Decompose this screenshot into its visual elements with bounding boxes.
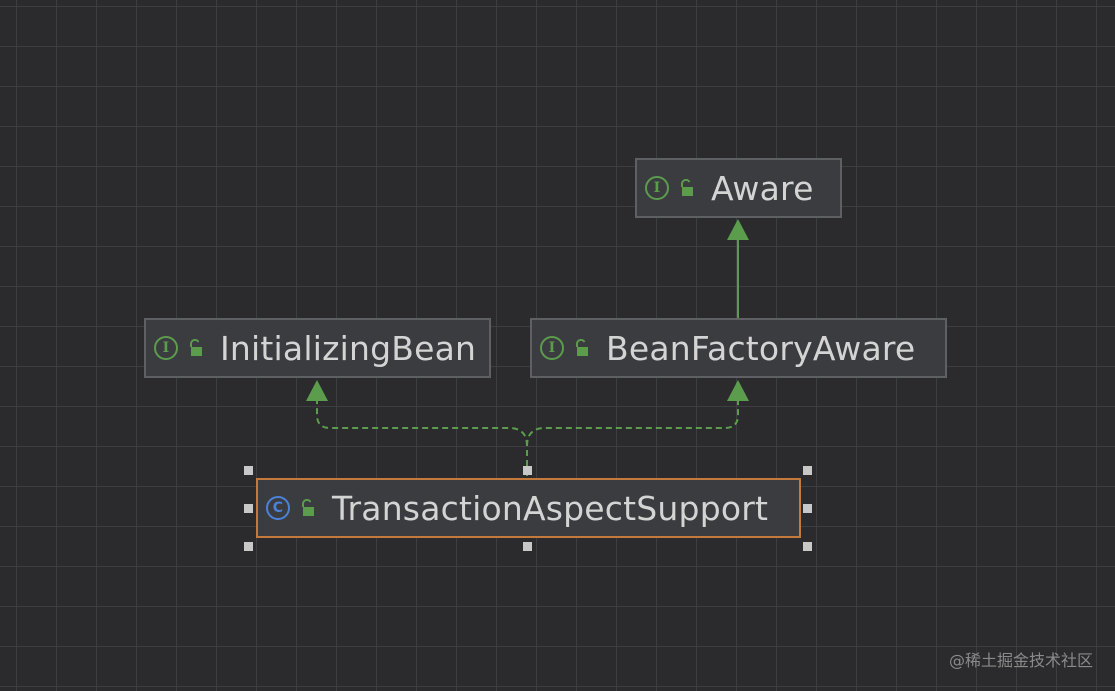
resize-handle-top-right[interactable] — [803, 466, 812, 475]
edge-transactionaspectsupport-to-beanfactoryaware[interactable] — [526, 400, 739, 476]
resize-handle-bottom-center[interactable] — [523, 542, 532, 551]
node-beanfactoryaware[interactable]: I BeanFactoryAware — [530, 318, 947, 378]
node-transactionaspectsupport[interactable]: C TransactionAspectSupport — [256, 478, 801, 538]
interface-badge-icon: I — [540, 336, 564, 360]
resize-handle-top-center[interactable] — [523, 466, 532, 475]
resize-handle-middle-right[interactable] — [803, 504, 812, 513]
node-label: InitializingBean — [220, 328, 477, 368]
node-label: Aware — [711, 168, 814, 208]
public-lock-icon — [680, 179, 693, 196]
arrowhead-initializingbean — [306, 380, 328, 401]
arrowhead-beanfactoryaware — [727, 380, 749, 401]
public-lock-icon — [575, 339, 588, 356]
node-label: BeanFactoryAware — [606, 328, 916, 368]
arrowhead-aware — [727, 219, 749, 240]
node-initializingbean[interactable]: I InitializingBean — [144, 318, 491, 378]
public-lock-icon — [189, 339, 202, 356]
public-lock-icon — [301, 499, 314, 516]
edge-transactionaspectsupport-to-initializingbean[interactable] — [316, 400, 528, 476]
resize-handle-bottom-right[interactable] — [803, 542, 812, 551]
resize-handle-bottom-left[interactable] — [244, 542, 253, 551]
node-label: TransactionAspectSupport — [332, 488, 769, 528]
interface-badge-icon: I — [645, 176, 669, 200]
node-aware[interactable]: I Aware — [635, 158, 842, 218]
watermark: @稀土掘金技术社区 — [948, 651, 1093, 670]
interface-badge-icon: I — [154, 336, 178, 360]
resize-handle-middle-left[interactable] — [244, 504, 253, 513]
class-badge-icon: C — [266, 496, 290, 520]
resize-handle-top-left[interactable] — [244, 466, 253, 475]
